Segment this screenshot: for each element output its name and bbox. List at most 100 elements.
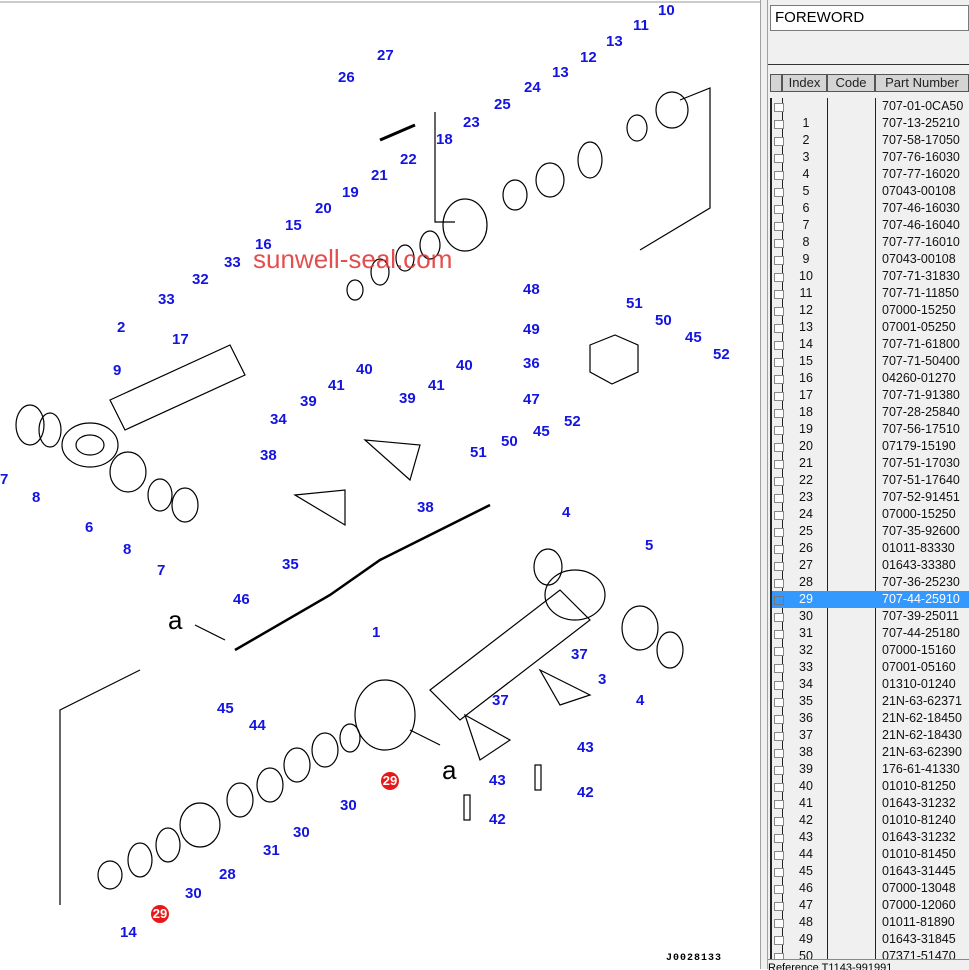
- callout-49[interactable]: 49: [523, 321, 540, 338]
- row-checkbox[interactable]: [774, 664, 784, 673]
- row-checkbox[interactable]: [774, 902, 784, 911]
- header-part-number[interactable]: Part Number: [875, 74, 969, 92]
- callout-45[interactable]: 45: [685, 329, 702, 346]
- callout-31[interactable]: 31: [263, 842, 280, 859]
- row-checkbox[interactable]: [774, 596, 784, 605]
- row-checkbox[interactable]: [774, 732, 784, 741]
- callout-43[interactable]: 43: [577, 739, 594, 756]
- row-checkbox[interactable]: [774, 511, 784, 520]
- row-checkbox[interactable]: [774, 375, 784, 384]
- callout-15[interactable]: 15: [285, 217, 302, 234]
- row-checkbox[interactable]: [774, 613, 784, 622]
- row-checkbox[interactable]: [774, 120, 784, 129]
- row-checkbox[interactable]: [774, 834, 784, 843]
- callout-22[interactable]: 22: [400, 151, 417, 168]
- callout-38[interactable]: 38: [260, 447, 277, 464]
- row-checkbox[interactable]: [774, 817, 784, 826]
- row-checkbox[interactable]: [774, 188, 784, 197]
- callout-5[interactable]: 5: [645, 537, 654, 554]
- row-checkbox[interactable]: [774, 307, 784, 316]
- callout-48[interactable]: 48: [523, 281, 540, 298]
- callout-40[interactable]: 40: [356, 361, 373, 378]
- callout-39[interactable]: 39: [399, 390, 416, 407]
- row-checkbox[interactable]: [774, 715, 784, 724]
- row-checkbox[interactable]: [774, 358, 784, 367]
- row-checkbox[interactable]: [774, 562, 784, 571]
- callout-20[interactable]: 20: [315, 200, 332, 217]
- row-checkbox[interactable]: [774, 885, 784, 894]
- row-checkbox[interactable]: [774, 341, 784, 350]
- row-checkbox[interactable]: [774, 443, 784, 452]
- row-checkbox[interactable]: [774, 681, 784, 690]
- callout-33[interactable]: 33: [224, 254, 241, 271]
- callout-41[interactable]: 41: [328, 377, 345, 394]
- callout-10[interactable]: 10: [658, 2, 675, 19]
- callout-16[interactable]: 16: [255, 236, 272, 253]
- callout-47[interactable]: 47: [523, 391, 540, 408]
- header-code[interactable]: Code: [827, 74, 875, 92]
- callout-8[interactable]: 8: [32, 489, 41, 506]
- callout-32[interactable]: 32: [192, 271, 209, 288]
- callout-17[interactable]: 17: [172, 331, 189, 348]
- table-row[interactable]: 707-01-0CA50: [772, 98, 969, 115]
- row-checkbox[interactable]: [774, 460, 784, 469]
- row-checkbox[interactable]: [774, 171, 784, 180]
- callout-28[interactable]: 28: [219, 866, 236, 883]
- row-checkbox[interactable]: [774, 239, 784, 248]
- row-checkbox[interactable]: [774, 205, 784, 214]
- row-checkbox[interactable]: [774, 783, 784, 792]
- row-checkbox[interactable]: [774, 222, 784, 231]
- callout-34[interactable]: 34: [270, 411, 287, 428]
- callout-40[interactable]: 40: [456, 357, 473, 374]
- callout-18[interactable]: 18: [436, 131, 453, 148]
- callout-2[interactable]: 2: [117, 319, 126, 336]
- row-checkbox[interactable]: [774, 392, 784, 401]
- row-checkbox[interactable]: [774, 868, 784, 877]
- callout-37[interactable]: 37: [571, 646, 588, 663]
- callout-42[interactable]: 42: [577, 784, 594, 801]
- header-checkbox-column[interactable]: [770, 74, 782, 92]
- callout-30[interactable]: 30: [340, 797, 357, 814]
- row-checkbox[interactable]: [774, 137, 784, 146]
- callout-44[interactable]: 44: [249, 717, 266, 734]
- callout-26[interactable]: 26: [338, 69, 355, 86]
- callout-50[interactable]: 50: [501, 433, 518, 450]
- callout-36[interactable]: 36: [523, 355, 540, 372]
- row-checkbox[interactable]: [774, 273, 784, 282]
- row-checkbox[interactable]: [774, 290, 784, 299]
